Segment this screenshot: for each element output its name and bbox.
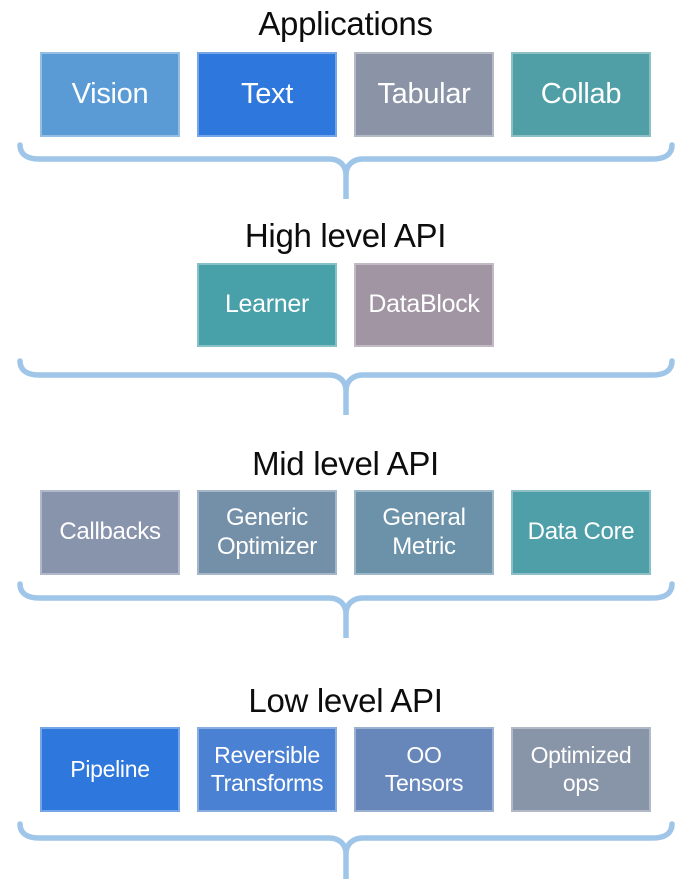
box-datablock: DataBlock xyxy=(354,263,494,347)
box-generic-optimizer: Generic Optimizer xyxy=(197,490,337,575)
high-level-row: Learner DataBlock xyxy=(0,263,691,347)
box-reversible-transforms: Reversible Transforms xyxy=(197,727,337,812)
curly-brace-icon xyxy=(17,142,675,199)
applications-row: Vision Text Tabular Collab xyxy=(0,52,691,137)
box-text: Text xyxy=(197,52,337,137)
section-title-applications: Applications xyxy=(258,5,433,42)
box-optimized-ops: Optimized ops xyxy=(511,727,651,812)
section-title-mid-level-api: Mid level API xyxy=(252,445,439,482)
curly-brace-icon xyxy=(17,821,675,879)
low-level-row: Pipeline Reversible Transforms OO Tensor… xyxy=(0,727,691,812)
mid-level-row: Callbacks Generic Optimizer General Metr… xyxy=(0,490,691,575)
section-title-low-level-api: Low level API xyxy=(248,682,443,719)
box-pipeline: Pipeline xyxy=(40,727,180,812)
box-vision: Vision xyxy=(40,52,180,137)
curly-brace-icon xyxy=(17,358,675,415)
box-oo-tensors: OO Tensors xyxy=(354,727,494,812)
box-data-core: Data Core xyxy=(511,490,651,575)
box-learner: Learner xyxy=(197,263,337,347)
box-collab: Collab xyxy=(511,52,651,137)
box-callbacks: Callbacks xyxy=(40,490,180,575)
box-tabular: Tabular xyxy=(354,52,494,137)
section-title-high-level-api: High level API xyxy=(244,217,447,254)
curly-brace-icon xyxy=(17,581,675,638)
box-general-metric: General Metric xyxy=(354,490,494,575)
